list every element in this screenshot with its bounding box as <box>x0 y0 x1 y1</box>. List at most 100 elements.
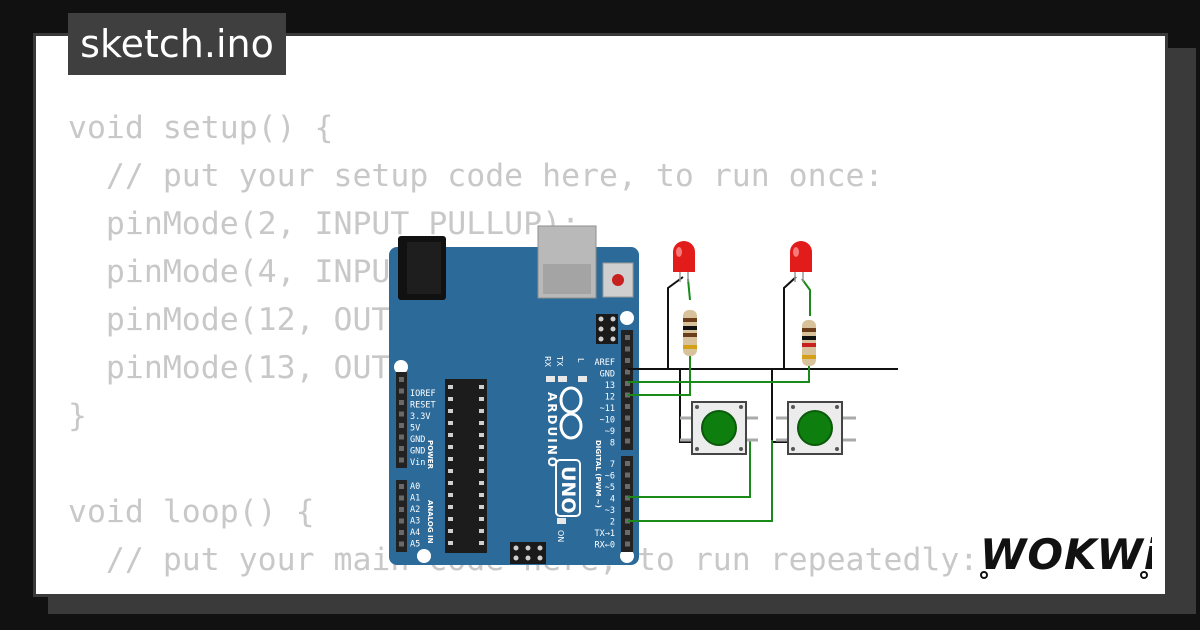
chip-pin <box>479 445 484 449</box>
arduino-uno-board[interactable]: ARDUINO UNO ON L TX RX POWER ANALOG IN D… <box>389 225 639 565</box>
board-brand: ARDUINO <box>545 392 559 469</box>
wire-pin2[interactable] <box>628 440 773 522</box>
header-hole[interactable] <box>625 518 630 524</box>
pushbutton-2-cap[interactable] <box>797 410 833 446</box>
pin-label: A4 <box>410 528 420 538</box>
wire-pin13[interactable] <box>628 366 810 383</box>
board-model: UNO <box>557 466 579 513</box>
header-hole[interactable] <box>399 377 404 382</box>
pushbutton-2-corner <box>835 405 839 409</box>
pin-label: A2 <box>410 505 420 515</box>
header-hole[interactable] <box>625 438 630 444</box>
header-hole[interactable] <box>399 484 404 489</box>
header-hole[interactable] <box>625 358 630 363</box>
header-hole[interactable] <box>399 495 404 501</box>
header-hole[interactable] <box>625 472 630 478</box>
header-hole[interactable] <box>625 507 630 512</box>
led-1-shine <box>676 247 682 257</box>
header-hole[interactable] <box>399 530 404 535</box>
chip-pin <box>479 421 484 425</box>
icsp-header-bottom <box>510 542 546 564</box>
header-hole[interactable] <box>625 381 630 386</box>
resistor-band <box>802 343 816 347</box>
chip-pin <box>479 409 484 413</box>
pushbutton-2-corner <box>835 447 839 451</box>
header-hole[interactable] <box>399 446 404 451</box>
chip-pin <box>448 517 453 521</box>
chip-pin <box>448 469 453 473</box>
header-hole[interactable] <box>625 530 630 535</box>
pushbutton-1-corner <box>739 405 743 409</box>
header-hole[interactable] <box>399 518 404 524</box>
wire-gnd-led2[interactable] <box>783 276 797 369</box>
chip-pin <box>448 529 453 533</box>
header-hole[interactable] <box>399 457 404 463</box>
pin-label: ~9 <box>605 427 615 437</box>
header-hole[interactable] <box>399 507 404 512</box>
wire-gnd-led1[interactable] <box>667 276 684 369</box>
header-hole[interactable] <box>625 484 630 489</box>
digital-header-bottom <box>621 456 633 552</box>
header-hole[interactable] <box>625 335 630 340</box>
power-label: POWER <box>426 440 434 470</box>
resistor-band <box>683 318 697 322</box>
atmega-chip <box>445 379 487 553</box>
wokwi-logo-text: WOKWi <box>980 530 1152 579</box>
led-rx-indicator <box>558 376 567 382</box>
wires[interactable] <box>628 276 898 522</box>
wokwi-logo-dot <box>980 571 988 579</box>
arduino-logo <box>559 386 583 440</box>
header-hole[interactable] <box>625 404 630 409</box>
chip-pin <box>479 469 484 473</box>
reset-button-cap[interactable] <box>612 274 624 286</box>
header-hole[interactable] <box>625 392 630 398</box>
header-hole[interactable] <box>399 411 404 417</box>
wire-pin4[interactable] <box>628 440 751 498</box>
wire-led1-resistor[interactable] <box>687 278 691 301</box>
code-line: // put your setup code here, to run once… <box>68 158 884 194</box>
pin-label: 13 <box>605 381 615 391</box>
wire-gnd-button2[interactable] <box>771 369 788 443</box>
pin-label: 7 <box>610 460 615 470</box>
chip-pin <box>448 421 453 425</box>
pin-label: A5 <box>410 540 420 550</box>
header-hole[interactable] <box>625 461 630 466</box>
led-1[interactable] <box>673 241 695 282</box>
led-1-body[interactable] <box>673 241 695 272</box>
wire-led2-resistor[interactable] <box>801 278 811 316</box>
header-hole[interactable] <box>399 541 404 547</box>
pin-label: GND <box>600 370 615 380</box>
resistor-2[interactable] <box>802 320 816 366</box>
wire-gnd-button1[interactable] <box>679 369 694 443</box>
resistor-1[interactable] <box>683 310 697 356</box>
pin-label: IOREF <box>410 389 436 399</box>
led-2-body[interactable] <box>790 241 812 272</box>
code-line: pinMode(2, INPUT_PULLUP); <box>68 206 581 242</box>
pin-label: 2 <box>610 518 615 528</box>
on-label: ON <box>556 530 565 542</box>
header-hole[interactable] <box>625 415 630 421</box>
pushbutton-2[interactable] <box>776 401 856 455</box>
header-hole[interactable] <box>625 541 630 547</box>
pin-label: 4 <box>610 495 615 505</box>
pushbutton-1[interactable] <box>680 401 758 455</box>
header-hole[interactable] <box>625 427 630 432</box>
header-hole[interactable] <box>399 434 404 440</box>
pushbutton-1-corner <box>739 447 743 451</box>
header-hole[interactable] <box>399 423 404 428</box>
wire-pin12[interactable] <box>628 356 691 396</box>
file-tab[interactable]: sketch.ino <box>68 13 286 75</box>
header-hole[interactable] <box>625 369 630 375</box>
header-hole[interactable] <box>625 346 630 352</box>
pushbutton-1-corner <box>695 405 699 409</box>
mounting-hole <box>417 549 431 563</box>
header-hole[interactable] <box>625 495 630 501</box>
header-hole[interactable] <box>399 400 404 405</box>
resistor-band <box>683 333 697 337</box>
pin-label: AREF <box>595 358 615 368</box>
pin-label: A3 <box>410 517 420 527</box>
chip-pin <box>479 541 484 545</box>
header-hole[interactable] <box>399 388 404 394</box>
pushbutton-1-cap[interactable] <box>701 410 737 446</box>
led-2[interactable] <box>790 241 812 282</box>
